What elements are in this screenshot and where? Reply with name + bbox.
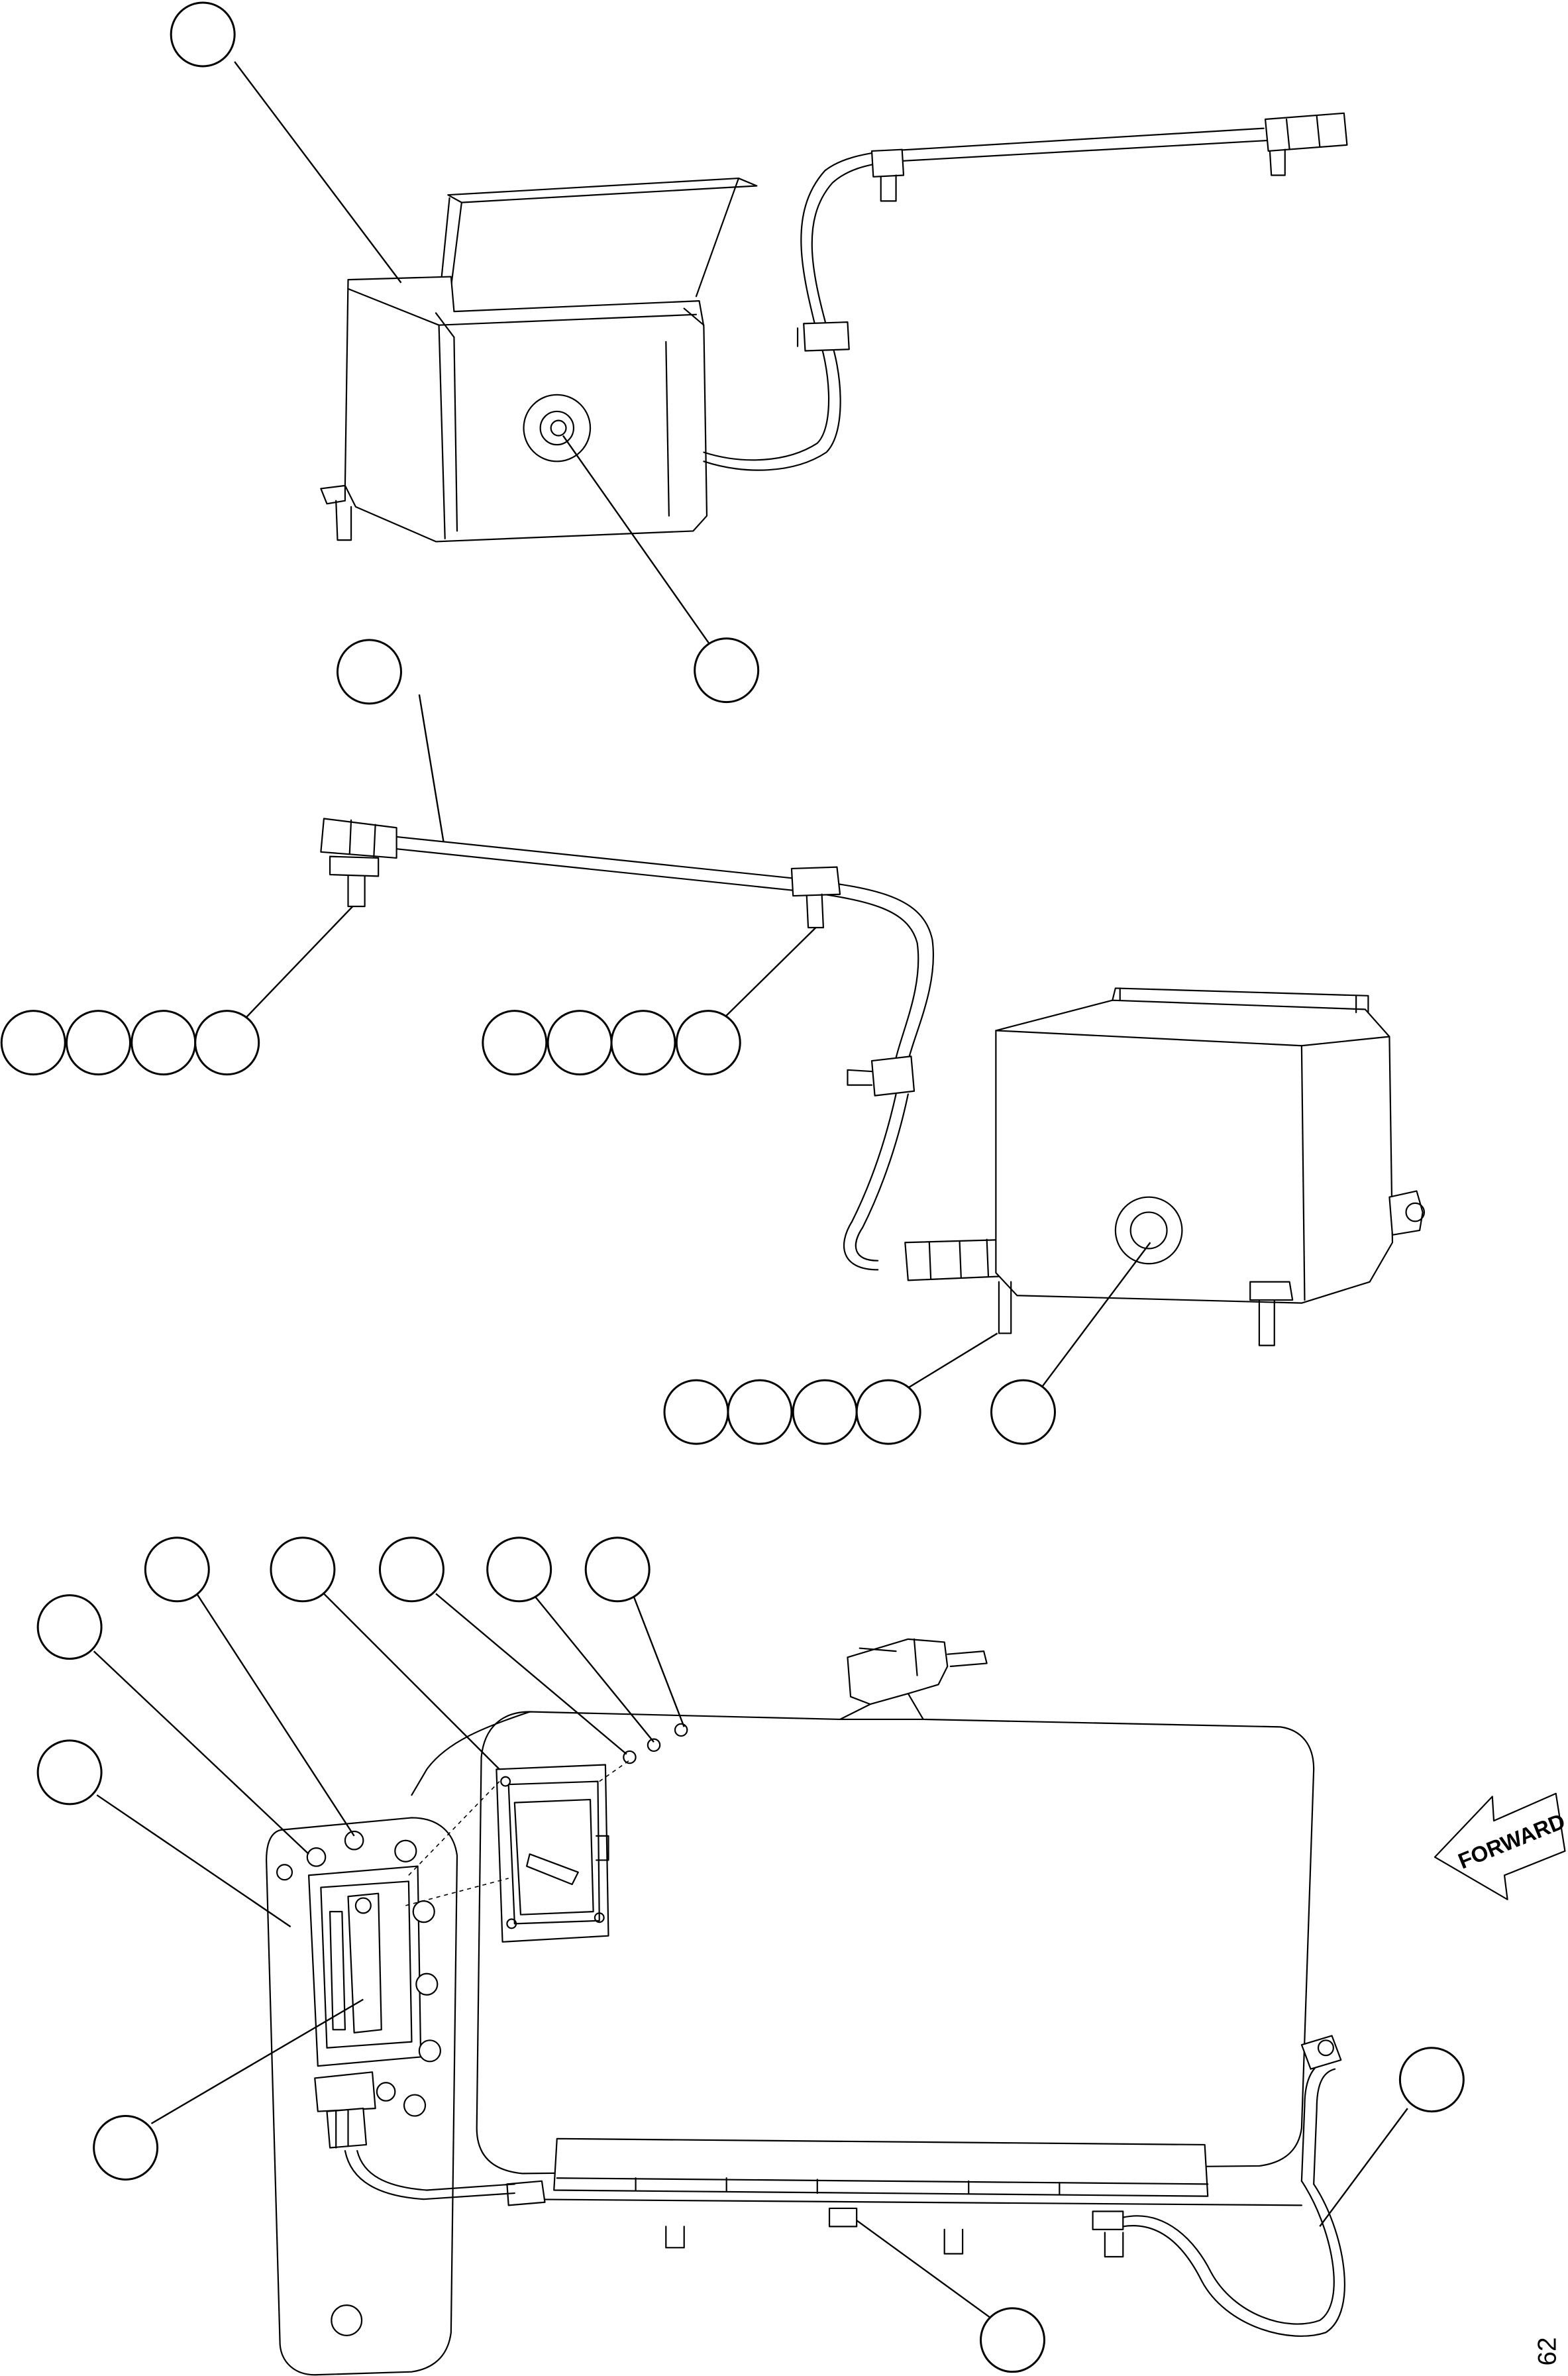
callout-balloon <box>94 2116 158 2180</box>
callout-balloon <box>1400 2048 1463 2112</box>
callout-balloon <box>857 1380 920 1444</box>
upper-tank-assembly <box>171 3 1347 702</box>
callout-balloon <box>793 1380 857 1444</box>
forward-arrow: FORWARD <box>1435 1794 1568 1900</box>
callout-balloon <box>695 639 758 702</box>
callout-balloon <box>488 1538 551 1601</box>
callout-balloon <box>981 2308 1045 2372</box>
callout-balloon <box>67 1011 131 1075</box>
lower-tank-assembly <box>38 1538 1463 2375</box>
callout-balloon <box>483 1011 547 1075</box>
callout-balloon <box>337 640 401 704</box>
callout-balloon <box>728 1380 792 1444</box>
callout-balloon <box>380 1538 443 1601</box>
callout-balloon <box>145 1538 209 1601</box>
corner-mark: 62 <box>1534 2337 1562 2365</box>
callout-balloon <box>1 1011 65 1075</box>
middle-tank-assembly <box>1 640 1424 1444</box>
callout-balloon <box>586 1538 649 1601</box>
callout-balloon <box>676 1011 740 1075</box>
callout-balloon <box>132 1011 195 1075</box>
callout-balloon <box>195 1011 259 1075</box>
callout-balloon <box>664 1380 728 1444</box>
callout-balloon <box>611 1011 675 1075</box>
callout-balloon <box>38 1595 101 1659</box>
callout-balloon <box>171 3 235 66</box>
callout-balloon <box>992 1380 1055 1444</box>
callout-balloon <box>548 1011 611 1075</box>
callout-balloon <box>38 1741 101 1804</box>
callout-balloon <box>271 1538 335 1601</box>
